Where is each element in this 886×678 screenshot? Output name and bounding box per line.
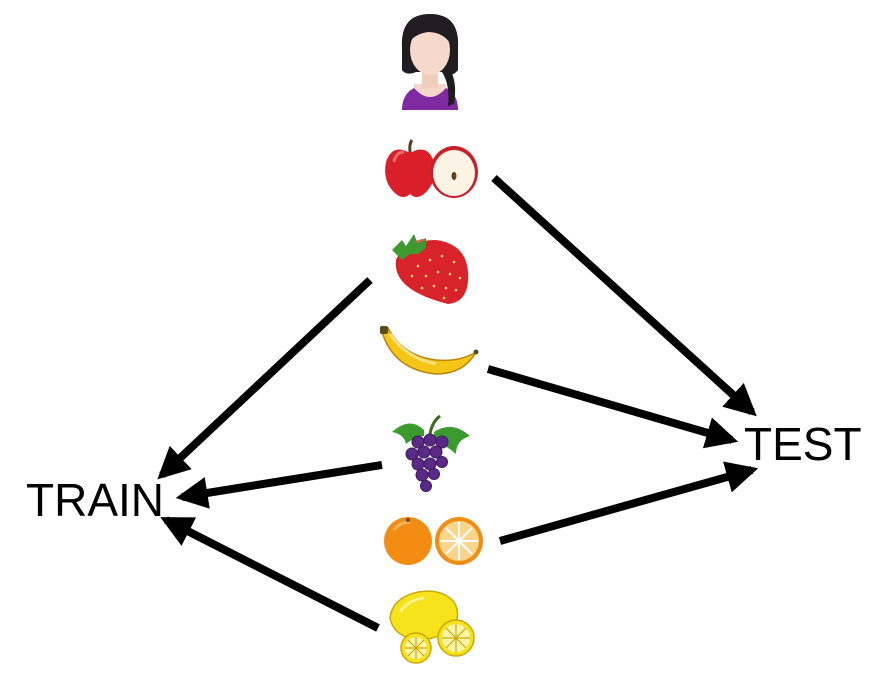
arrow-strawberry-to-train	[157, 277, 373, 480]
train-label: TRAIN	[26, 474, 164, 526]
strawberry-icon	[392, 234, 469, 304]
lemon-icon	[389, 590, 475, 664]
arrow-grapes-to-train	[175, 461, 383, 509]
arrow-apple-to-test	[491, 175, 757, 417]
person-icon	[401, 14, 459, 110]
apple-icon	[385, 139, 478, 198]
arrow-lemon-to-train	[160, 516, 380, 632]
banana-icon	[380, 326, 479, 375]
test-label: TEST	[744, 418, 862, 470]
arrow-orange-to-test	[498, 461, 759, 545]
grapes-icon	[392, 414, 470, 492]
arrow-banana-to-test	[486, 365, 739, 449]
orange-icon	[384, 517, 483, 565]
